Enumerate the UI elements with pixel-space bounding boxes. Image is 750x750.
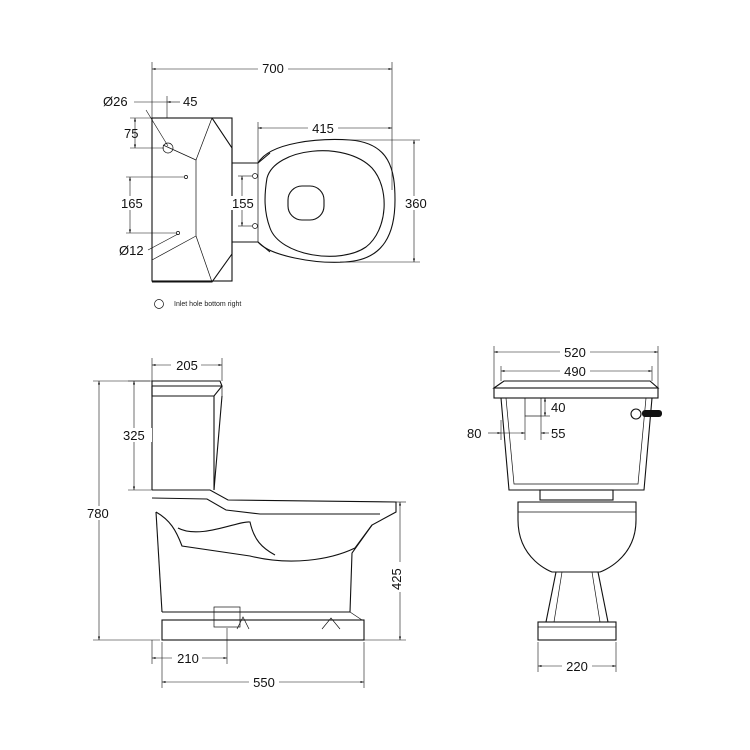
inlet-legend-text: Inlet hole bottom right <box>174 301 241 308</box>
plan-bowl <box>257 139 396 263</box>
front-flush-valve <box>524 397 542 417</box>
dim-label-fixing-spacing: 155 <box>232 196 254 211</box>
dim-label-cistern-width-outer: 520 <box>564 345 586 360</box>
dim-label-flush-offset-right: 55 <box>551 426 565 441</box>
dim-label-bowl-height: 425 <box>389 568 404 590</box>
front-pan <box>517 489 637 641</box>
dim-label-cistern-height: 325 <box>123 428 145 443</box>
dim-label-overall-depth: 360 <box>405 196 427 211</box>
dim-label-bowl-length: 415 <box>312 121 334 136</box>
side-view: 205 325 780 425 <box>86 358 406 690</box>
dim-label-overall-projection: 550 <box>253 675 275 690</box>
inlet-legend-icon <box>154 299 164 309</box>
side-pan <box>151 489 397 641</box>
dim-490: 490 <box>500 364 653 381</box>
dim-label-overall-width: 700 <box>262 61 284 76</box>
fixing-foot-left-icon <box>236 616 250 630</box>
outlet-hole-icon <box>162 142 174 154</box>
inlet-legend: Inlet hole bottom right <box>154 299 241 309</box>
flush-lever-icon[interactable] <box>630 408 662 420</box>
dim-165: 165 <box>120 176 184 234</box>
dim-220: 220 <box>537 642 617 674</box>
dim-75: 75 <box>124 117 164 149</box>
dim-outlet: Ø26 45 <box>103 94 197 147</box>
dim-40: 40 <box>541 397 565 417</box>
dim-label-cistern-depth: 205 <box>176 358 198 373</box>
dim-425: 425 <box>364 501 406 641</box>
inlet-hole-icon <box>184 175 188 179</box>
dim-80-55: 80 55 <box>467 416 565 441</box>
dim-780: 780 <box>86 380 160 641</box>
dim-700: 700 <box>151 61 393 190</box>
plan-cistern <box>151 117 233 283</box>
dim-label-inlet-diameter: Ø12 <box>119 243 144 258</box>
dim-label-outlet-depth: 75 <box>124 126 138 141</box>
dim-520: 520 <box>493 345 659 388</box>
front-view: 520 490 40 80 55 <box>467 345 662 674</box>
dim-label-flush-offset-left: 80 <box>467 426 481 441</box>
dim-label-total-height: 780 <box>87 506 109 521</box>
dim-inlet-diameter: Ø12 <box>119 233 179 258</box>
dim-label-base-width: 220 <box>566 659 588 674</box>
plan-seat-opening <box>287 185 325 221</box>
dim-550: 550 <box>161 642 365 690</box>
dim-360: 360 <box>340 139 432 263</box>
plan-view: 700 Ø26 45 75 165 Ø12 <box>103 61 432 309</box>
dim-label-flush-offset-vertical: 40 <box>551 400 565 415</box>
dim-325: 325 <box>122 380 152 491</box>
dim-label-cistern-width-inner: 490 <box>564 364 586 379</box>
dim-label-inlet-height: 165 <box>121 196 143 211</box>
fixing-foot-right-icon <box>321 617 341 630</box>
dim-label-outlet-offset: 45 <box>183 94 197 109</box>
front-cistern <box>492 380 662 491</box>
dim-205: 205 <box>151 358 223 381</box>
dim-label-outlet-diameter: Ø26 <box>103 94 128 109</box>
dim-415: 415 <box>257 121 392 163</box>
inlet-hole-small-icon <box>176 231 180 235</box>
side-outlet-box <box>213 606 241 628</box>
side-cistern <box>151 380 223 491</box>
dim-210: 210 <box>151 628 228 666</box>
dim-label-outlet-setout: 210 <box>177 651 199 666</box>
dim-155: 155 <box>231 175 257 227</box>
